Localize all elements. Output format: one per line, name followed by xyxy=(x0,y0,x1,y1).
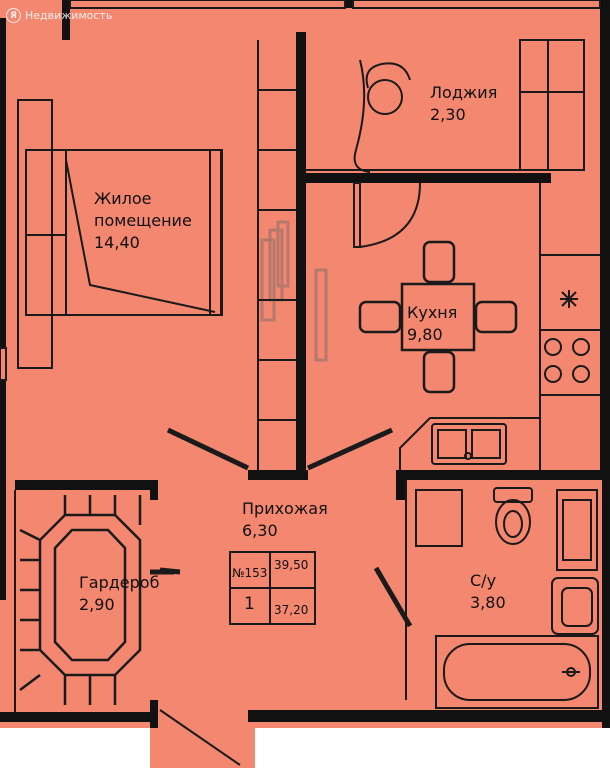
kitchen-door xyxy=(353,182,421,248)
outer-walls xyxy=(0,0,610,728)
bathroom-sink xyxy=(551,577,599,635)
outside-bottom-right xyxy=(255,728,610,768)
watermark-logo: Я xyxy=(6,8,21,23)
room-area: 2,30 xyxy=(430,105,466,124)
stove-icon xyxy=(544,338,590,383)
armchair-icon xyxy=(353,39,585,173)
watermark-text: Недвижимость xyxy=(25,9,113,22)
room-name: Лоджия xyxy=(430,83,498,102)
kitchen-counter xyxy=(399,183,600,470)
washer-cabinet xyxy=(415,489,598,571)
apartment-number: №153 xyxy=(232,566,268,580)
inner-walls xyxy=(15,32,602,728)
room-area: 6,30 xyxy=(242,521,278,540)
outside-bottom-left xyxy=(0,728,150,768)
bathroom-label: С/у 3,80 xyxy=(470,570,506,614)
windows xyxy=(0,0,601,381)
watermark: Я Недвижимость xyxy=(6,8,112,23)
hallway-label: Прихожая 6,30 xyxy=(242,498,328,542)
apartment-living-area: 37,20 xyxy=(274,603,309,617)
snowflake-icon xyxy=(560,290,578,308)
entrance-door xyxy=(159,709,241,766)
hallway-doors xyxy=(150,427,413,628)
sink-icon xyxy=(431,423,507,465)
apartment-tag-frame xyxy=(229,551,316,625)
living-room-label: Жилое помещение 14,40 xyxy=(94,188,192,254)
room-area: 9,80 xyxy=(407,325,443,344)
kitchen-label: Кухня 9,80 xyxy=(407,302,457,346)
apartment-rooms-count: 1 xyxy=(244,594,255,614)
room-name: Прихожая xyxy=(242,499,328,518)
toilet-icon xyxy=(493,487,533,545)
wardrobe-shelves xyxy=(19,495,142,705)
room-name: Кухня xyxy=(407,303,458,322)
room-name: С/у xyxy=(470,571,497,590)
bed-icon xyxy=(17,99,223,369)
living-wall-cabinets xyxy=(258,89,296,421)
room-name: Гардероб xyxy=(79,573,160,592)
room-area: 14,40 xyxy=(94,233,140,252)
apartment-total-area: 39,50 xyxy=(274,558,309,572)
loggia-label: Лоджия 2,30 xyxy=(430,82,497,126)
bathtub-icon xyxy=(435,635,599,709)
room-area: 2,90 xyxy=(79,595,115,614)
wardrobe-label: Гардероб 2,90 xyxy=(79,572,159,616)
room-name: Жилое помещение xyxy=(94,189,192,230)
dining-table-icon xyxy=(358,240,518,394)
room-area: 3,80 xyxy=(470,593,506,612)
